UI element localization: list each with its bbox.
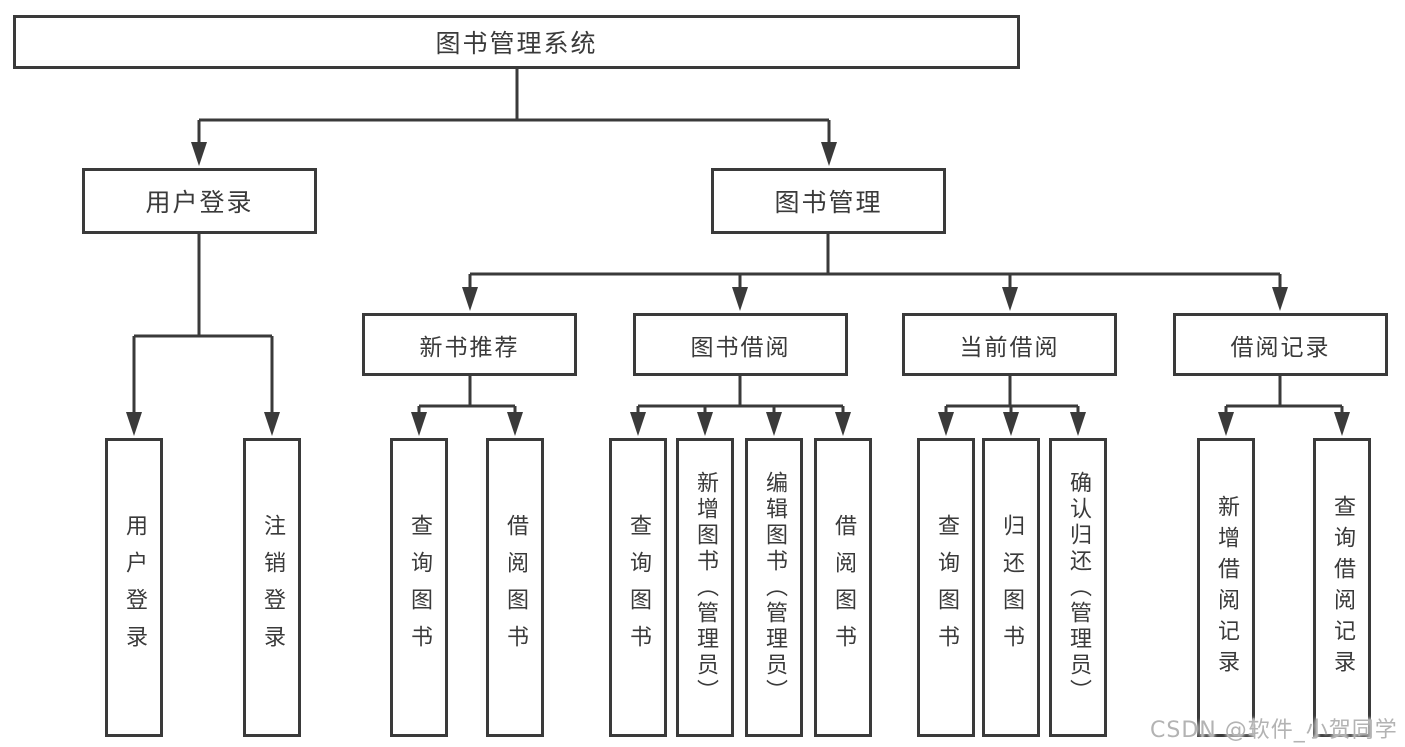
leaf-return-books: 归还图书 — [982, 438, 1040, 737]
node-root-system: 图书管理系统 — [13, 15, 1020, 69]
node-new-book-recommend: 新书推荐 — [362, 313, 577, 376]
edge-book-management-to-level2 — [462, 234, 1288, 311]
edge-current-borrow-to-children — [938, 376, 1086, 436]
node-borrow-records: 借阅记录 — [1173, 313, 1388, 376]
leaf-borrow-books: 借阅图书 — [814, 438, 872, 737]
leaf-borrow-books-recommend: 借阅图书 — [486, 438, 544, 737]
edge-book-borrow-to-children — [630, 376, 851, 436]
node-book-borrow: 图书借阅 — [633, 313, 848, 376]
leaf-query-books-current: 查询图书 — [917, 438, 975, 737]
leaf-logout: 注销登录 — [243, 438, 301, 737]
leaf-add-borrow-record: 新增借阅记录 — [1197, 438, 1255, 737]
edge-new-book-recommend-to-children — [411, 376, 523, 436]
edge-root-to-level1 — [191, 69, 837, 166]
node-current-borrow: 当前借阅 — [902, 313, 1117, 376]
leaf-add-books-admin: 新增图书（管理员） — [676, 438, 734, 737]
leaf-edit-books-admin: 编辑图书（管理员） — [745, 438, 803, 737]
csdn-watermark: CSDN @软件_小贺同学 — [1150, 718, 1398, 743]
node-user-login: 用户登录 — [82, 168, 317, 234]
leaf-query-books-borrow: 查询图书 — [609, 438, 667, 737]
leaf-query-books-recommend: 查询图书 — [390, 438, 448, 737]
leaf-confirm-return-admin: 确认归还（管理员） — [1049, 438, 1107, 737]
edge-borrow-records-to-children — [1218, 376, 1350, 436]
edge-user-login-to-children — [126, 234, 280, 436]
node-book-management: 图书管理 — [711, 168, 946, 234]
leaf-user-login: 用户登录 — [105, 438, 163, 737]
leaf-query-borrow-record: 查询借阅记录 — [1313, 438, 1371, 737]
